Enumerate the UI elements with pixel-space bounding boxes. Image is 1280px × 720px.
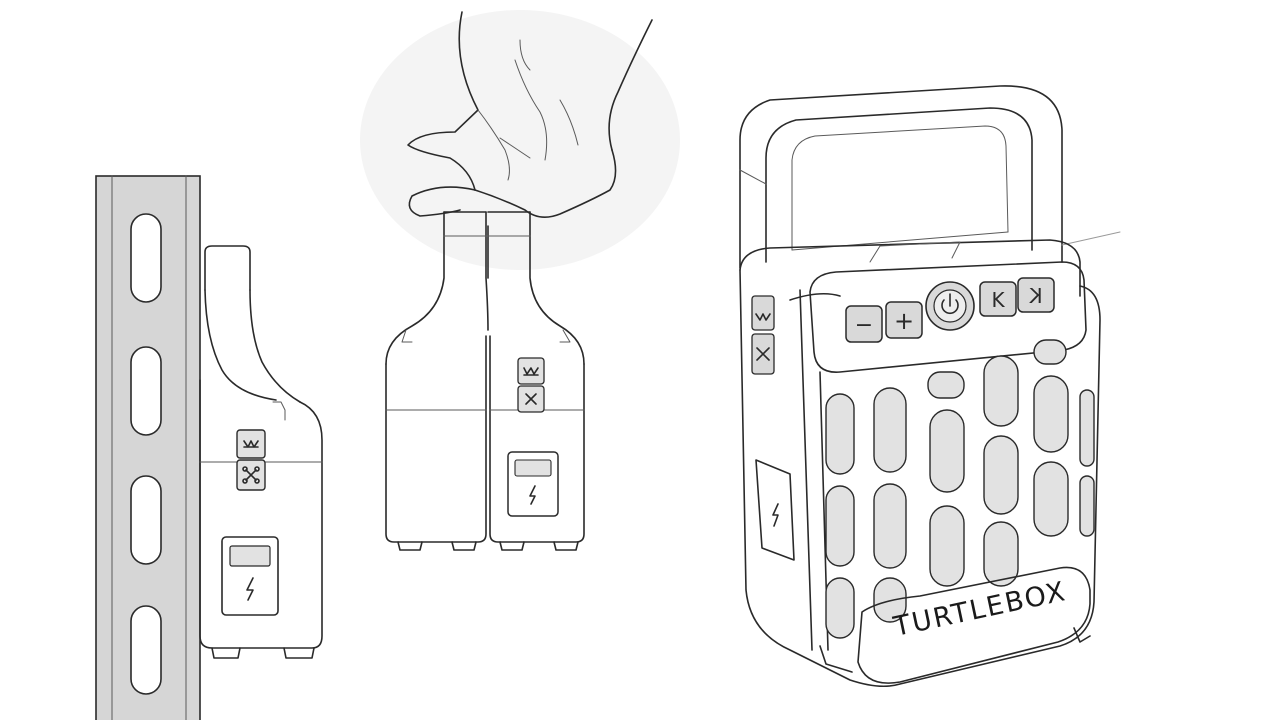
speaker-pair-front-view [385, 211, 585, 551]
next-track-button[interactable] [1017, 277, 1055, 313]
brand-band [857, 566, 1091, 684]
speaker-grille [825, 339, 1095, 639]
pair-icon [242, 466, 260, 484]
bluetooth-icon [523, 367, 539, 376]
bluetooth-button [517, 357, 545, 385]
rack-slot [130, 213, 162, 303]
previous-track-button[interactable] [979, 281, 1017, 317]
bluetooth-button [751, 295, 775, 331]
rack-slot [130, 605, 162, 695]
rack-slot [130, 346, 162, 436]
pair-icon [756, 347, 770, 361]
charge-port-cover [755, 459, 795, 561]
bluetooth-button [236, 429, 266, 459]
charge-bolt-icon [529, 485, 536, 505]
speaker-side-view-mounted [199, 245, 323, 659]
control-panel [809, 261, 1087, 373]
charge-bolt-icon [246, 577, 254, 601]
bluetooth-icon [755, 313, 771, 321]
carry-handle [739, 85, 1063, 269]
volume-down-button[interactable] [845, 305, 883, 343]
mounting-rack [95, 175, 201, 720]
hand-sketch [360, 10, 680, 270]
previous-track-icon: K [991, 288, 1005, 312]
bluetooth-icon [243, 440, 259, 448]
brand-wordmark: TURTLEBOX [890, 576, 1069, 643]
power-icon [941, 293, 959, 315]
speaker-perspective-view: − + K K [739, 85, 1121, 688]
next-track-icon: K [1029, 284, 1043, 308]
pair-icon [525, 393, 537, 405]
charge-bolt-icon [772, 503, 779, 527]
rack-slot [130, 475, 162, 565]
volume-up-button[interactable] [885, 301, 923, 339]
volume-up-icon: + [894, 307, 914, 335]
volume-down-icon: − [855, 313, 873, 338]
